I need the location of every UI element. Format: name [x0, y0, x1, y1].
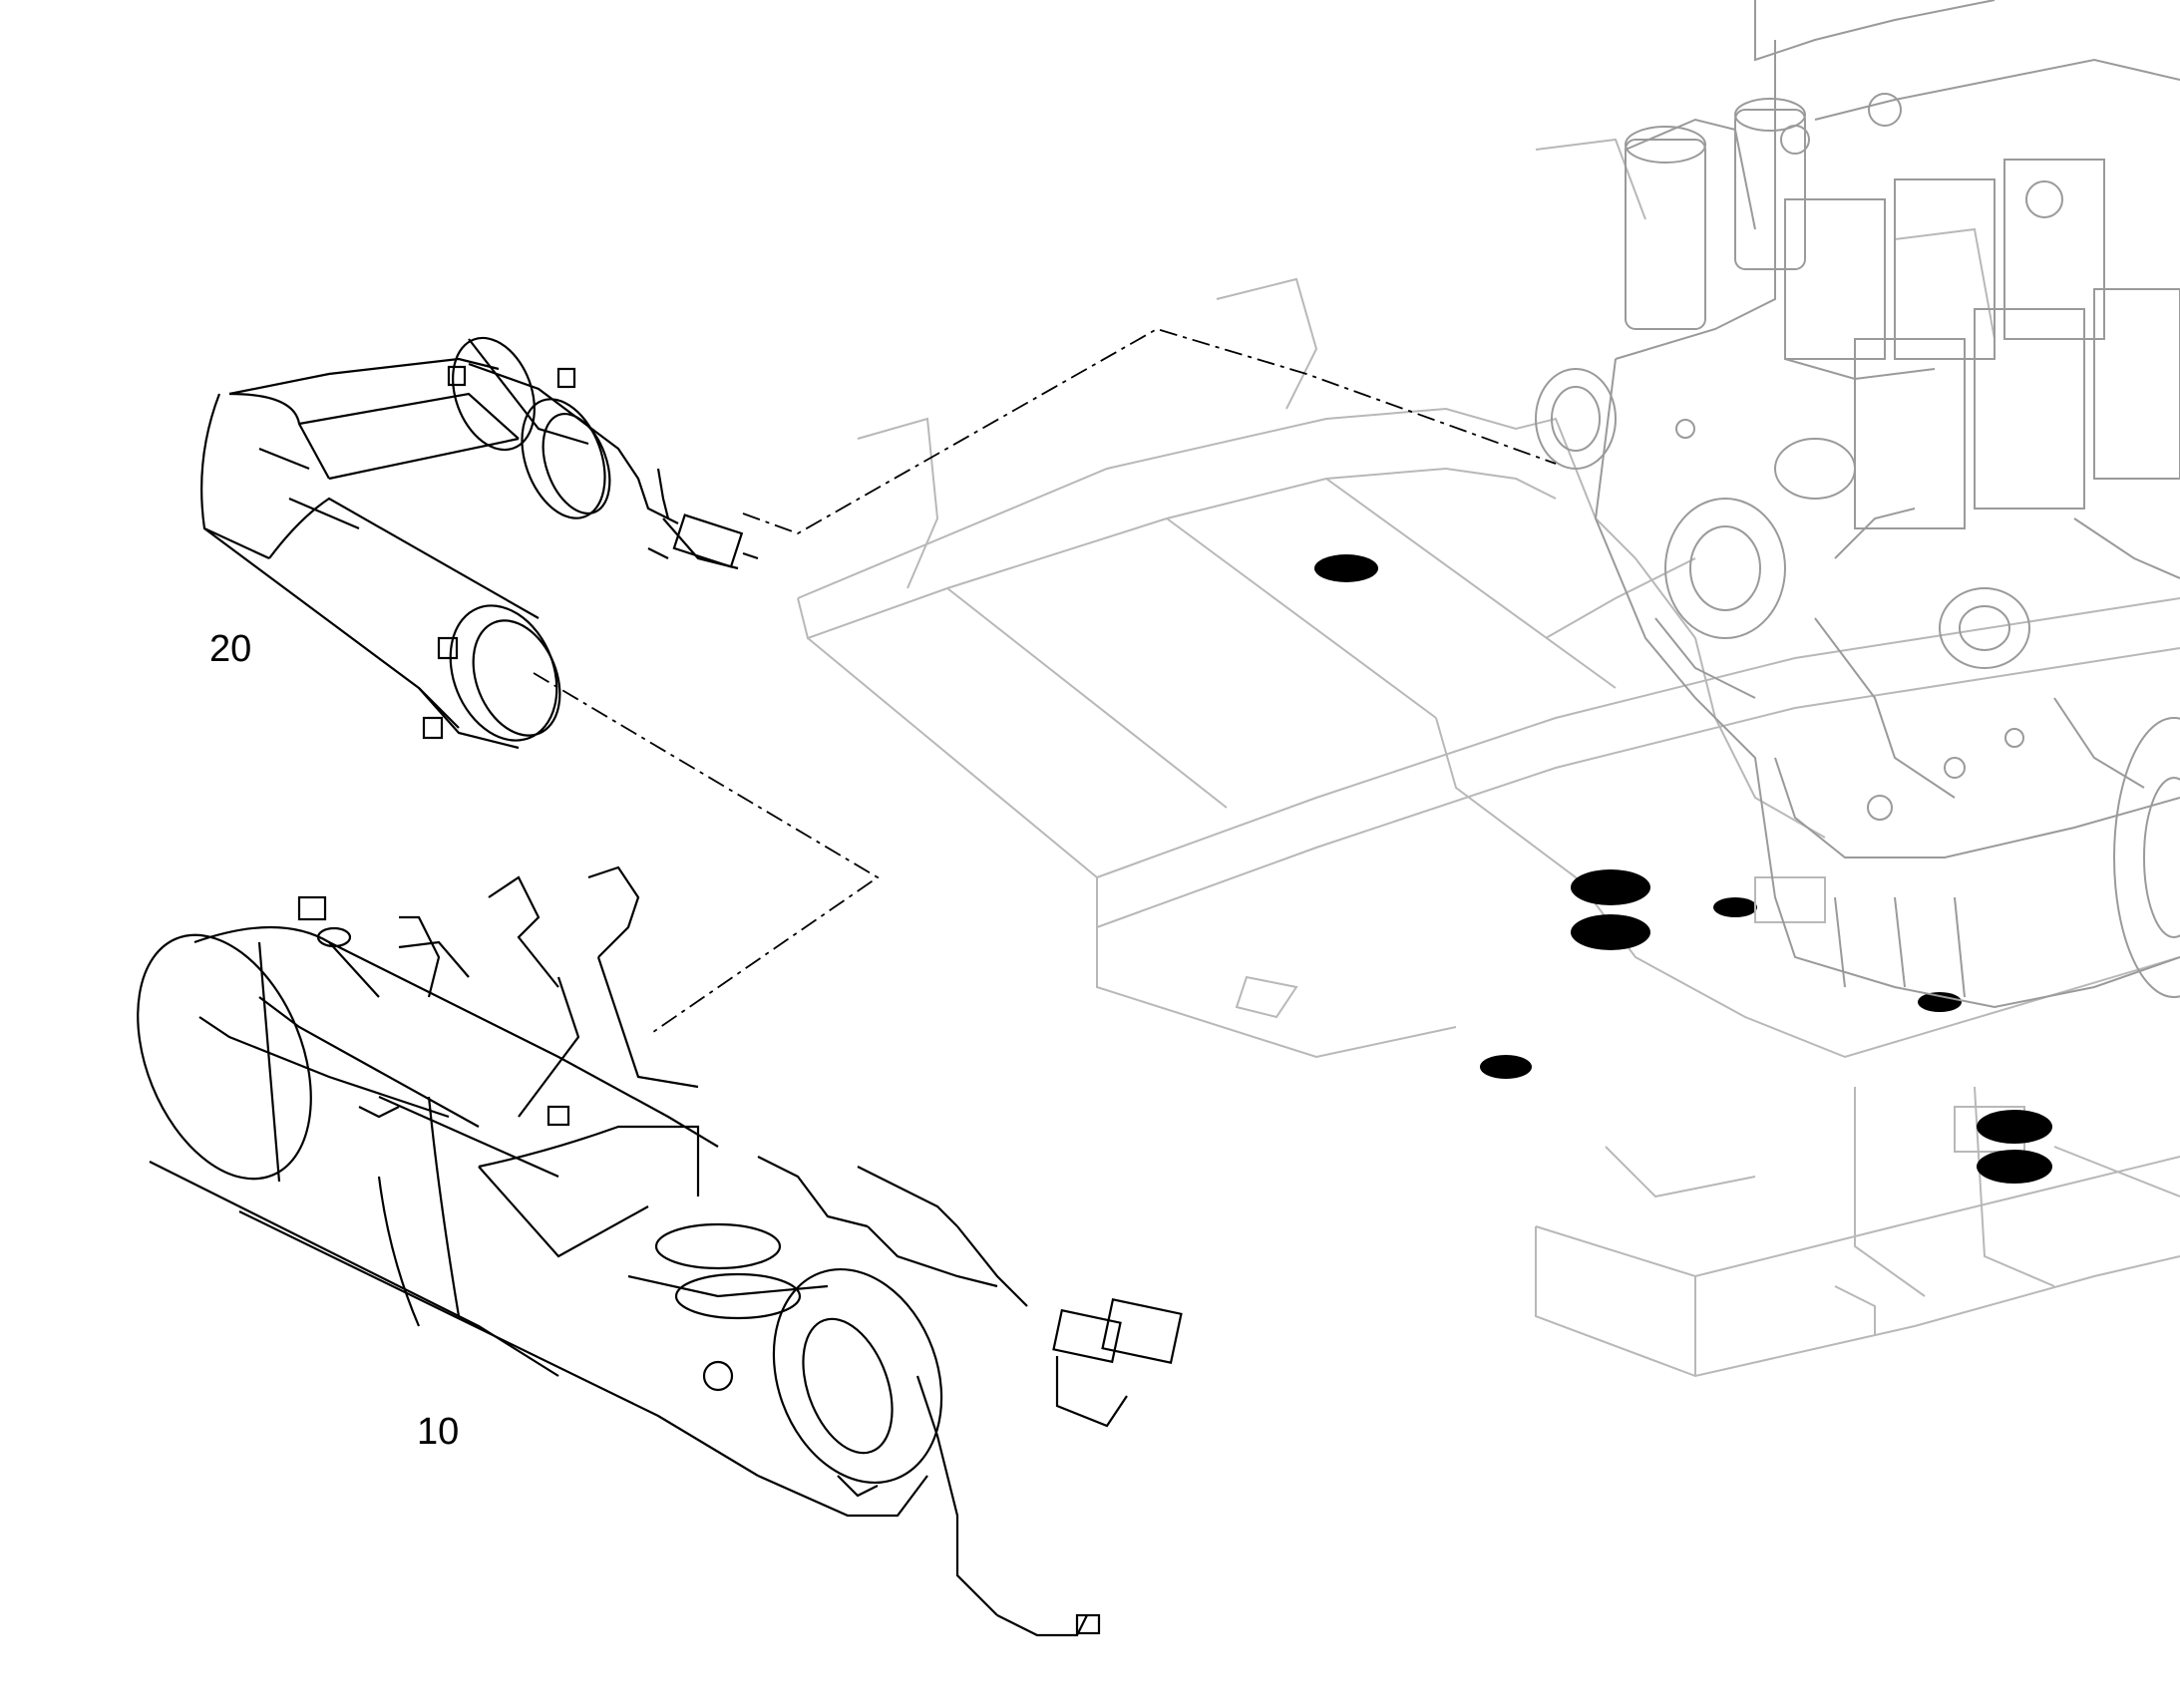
chassis-frame [797, 138, 2180, 1378]
exhaust-elbow-pipe [200, 336, 759, 750]
engine-block [1535, 0, 2180, 1009]
leader-lines [533, 328, 1557, 1033]
aftertreatment-canister [137, 865, 1183, 1637]
callout-part-10: 10 [417, 1411, 460, 1453]
callout-part-20: 20 [209, 628, 252, 670]
